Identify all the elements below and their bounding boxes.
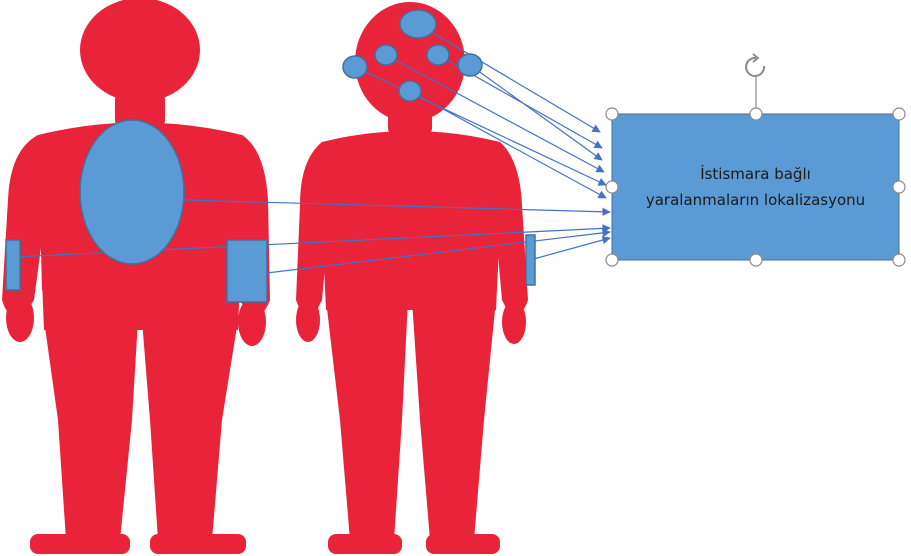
- figure-back-right-foot: [150, 534, 246, 554]
- resize-handle-bottom-left[interactable]: [606, 254, 618, 266]
- marker-right-wrist: [227, 240, 267, 302]
- marker-head-mid-right: [427, 45, 449, 65]
- resize-handle-middle-right[interactable]: [893, 181, 905, 193]
- figure-front-left-leg: [326, 300, 408, 540]
- resize-handle-bottom-right[interactable]: [893, 254, 905, 266]
- marker-head-top: [400, 10, 436, 38]
- resize-handle-bottom-middle[interactable]: [750, 254, 762, 266]
- figure-front-left-hand: [296, 298, 320, 342]
- resize-handle-middle-left[interactable]: [606, 181, 618, 193]
- rotate-handle-icon[interactable]: [746, 54, 764, 76]
- figure-back-head: [80, 0, 200, 102]
- marker-head-lower: [399, 81, 421, 101]
- figure-front-torso: [322, 131, 500, 277]
- marker-front-wrist: [526, 235, 535, 285]
- arrow-front-wrist: [530, 238, 610, 260]
- marker-head-mid-left: [375, 45, 397, 65]
- figure-back-left-foot: [30, 534, 130, 554]
- figure-front-right-hand: [502, 300, 526, 344]
- resize-handle-top-middle[interactable]: [750, 108, 762, 120]
- figure-back-left-leg: [44, 320, 138, 540]
- resize-handle-top-left[interactable]: [606, 108, 618, 120]
- resize-handle-top-right[interactable]: [893, 108, 905, 120]
- textbox-rect[interactable]: [612, 114, 899, 260]
- figure-back-right-hand: [238, 298, 266, 346]
- marker-back-torso: [80, 120, 184, 264]
- figure-front-right-leg: [412, 300, 496, 540]
- marker-head-right: [458, 54, 482, 76]
- marker-head-left: [343, 56, 367, 78]
- marker-left-wrist: [6, 240, 20, 290]
- textbox-shape[interactable]: [606, 54, 905, 266]
- figure-front-right-foot: [426, 534, 500, 554]
- figure-front-left-foot: [328, 534, 402, 554]
- figure-back-right-leg: [142, 320, 238, 540]
- figure-back-left-hand: [6, 294, 34, 342]
